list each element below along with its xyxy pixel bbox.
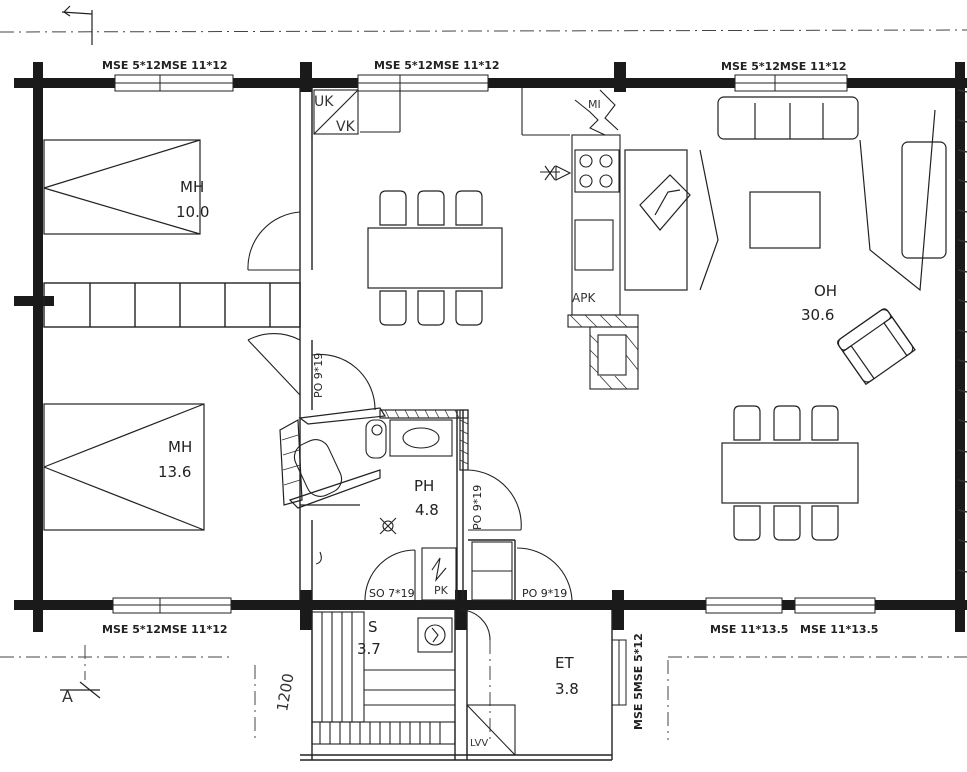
door-label-ph: PO 9*19 bbox=[471, 485, 484, 530]
bathroom-fixtures bbox=[293, 419, 513, 601]
fixture-label-lvv: LVV bbox=[470, 738, 488, 749]
section-label-a: A bbox=[62, 687, 73, 706]
window-label-top-right: MSE 5*12MSE 11*12 bbox=[721, 60, 847, 73]
door-label-hall: PO 9*19 bbox=[312, 353, 325, 398]
dimension-label-1200: 1200 bbox=[273, 672, 297, 713]
interior-walls bbox=[43, 88, 613, 761]
room-name-mh-bottom: MH bbox=[168, 438, 192, 456]
outer-walls bbox=[14, 62, 967, 632]
sauna bbox=[311, 611, 516, 756]
door-swings bbox=[247, 211, 573, 641]
room-name-s: S bbox=[368, 618, 378, 636]
door-label-et: PO 9*19 bbox=[522, 587, 567, 600]
room-name-et: ET bbox=[555, 654, 574, 672]
right-wall-hatch bbox=[957, 89, 967, 573]
window-label-top-mid: MSE 5*12MSE 11*12 bbox=[374, 59, 500, 72]
room-name-oh: OH bbox=[814, 282, 837, 300]
fixture-label-apk: APK bbox=[572, 291, 596, 305]
fixture-label-uk: UK bbox=[314, 94, 334, 110]
window-label-top-left: MSE 5*12MSE 11*12 bbox=[102, 59, 228, 72]
top-mark bbox=[61, 5, 93, 45]
window-label-bottom-left: MSE 5*12MSE 11*12 bbox=[102, 623, 228, 636]
room-area-oh: 30.6 bbox=[801, 306, 834, 324]
room-area-s: 3.7 bbox=[357, 640, 381, 658]
room-area-ph: 4.8 bbox=[415, 501, 439, 519]
section-mark bbox=[60, 681, 101, 699]
bathroom-hatch bbox=[281, 409, 469, 486]
fixture-label-mi: MI bbox=[588, 98, 601, 111]
door-label-so: SO 7*19 bbox=[369, 587, 415, 600]
bathroom-walls bbox=[279, 407, 469, 509]
room-name-ph: PH bbox=[414, 477, 434, 495]
window-label-et-side: MSE 5MSE 5*12 bbox=[632, 633, 645, 730]
room-area-mh-bottom: 13.6 bbox=[158, 463, 191, 481]
room-name-mh-top: MH bbox=[180, 178, 204, 196]
top-windows bbox=[114, 74, 848, 92]
reference-lines bbox=[0, 29, 967, 740]
fixture-label-vk: VK bbox=[336, 119, 356, 135]
bottom-windows bbox=[112, 597, 876, 706]
kitchen bbox=[311, 88, 639, 390]
fireplace-hatch bbox=[569, 314, 639, 390]
living-furniture bbox=[624, 96, 947, 541]
dining-table-kitchen bbox=[367, 190, 503, 326]
window-label-bottom-right-1: MSE 11*13.5 bbox=[710, 623, 788, 636]
bed-top bbox=[43, 139, 201, 235]
window-label-bottom-right-2: MSE 11*13.5 bbox=[800, 623, 878, 636]
room-area-mh-top: 10.0 bbox=[176, 203, 209, 221]
room-area-et: 3.8 bbox=[555, 680, 579, 698]
bed-bottom bbox=[43, 403, 205, 531]
fixture-label-pk: PK bbox=[434, 584, 449, 597]
